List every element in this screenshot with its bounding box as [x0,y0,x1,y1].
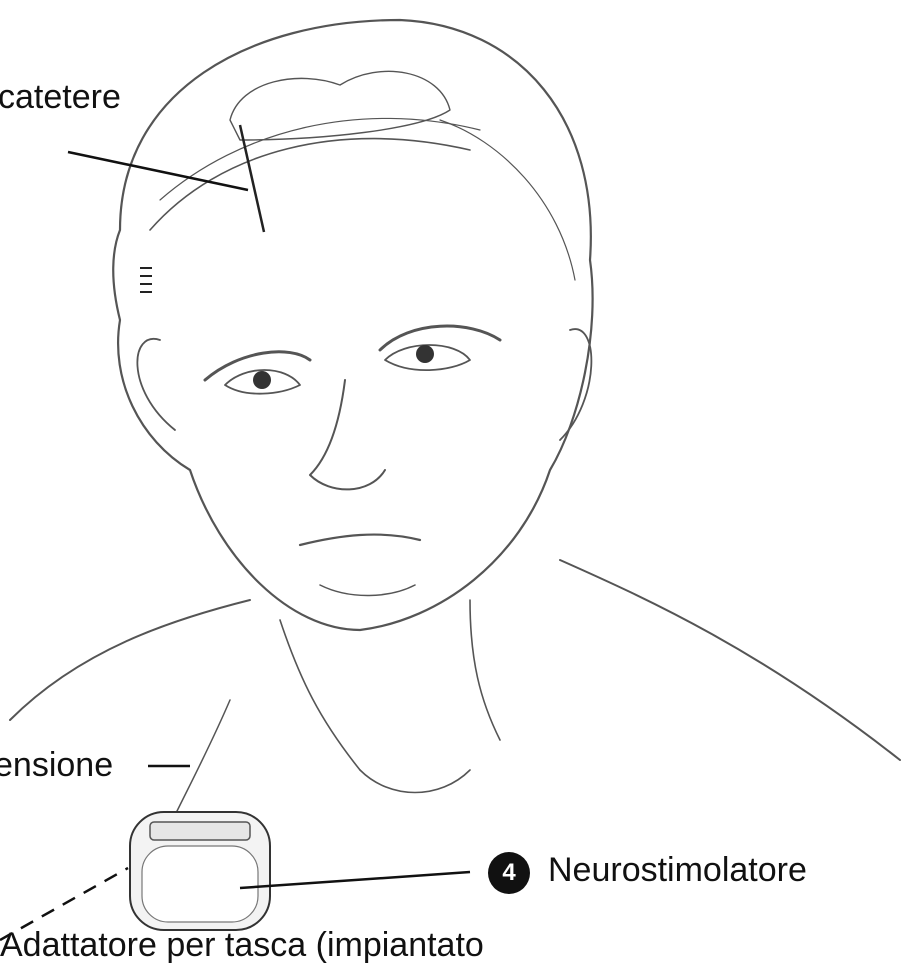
left-ear [137,339,175,430]
hair-line-2 [160,118,480,200]
hair-line-3 [440,120,575,280]
collar-notch [360,770,470,793]
shoulder-left-outline [10,600,250,720]
mouth [300,535,420,545]
right-ear [560,329,591,440]
nose [310,380,385,489]
right-iris [416,345,434,363]
chin [320,585,415,596]
hair-line-1 [150,139,470,230]
label-adattatore: Adattatore per tasca (impiantato [0,928,484,962]
shoulder-right-outline [560,560,900,760]
neck-left [280,620,360,770]
brain-outline [230,71,450,140]
label-neurostimolatore: Neurostimolatore [548,853,807,887]
head-outline [113,20,592,630]
number-badge-4: 4 [488,852,530,894]
catheter-contacts [140,268,152,292]
left-iris [253,371,271,389]
neurostimulator-device [130,812,270,930]
label-catetere: catetere [0,80,121,114]
leader-neurostimolatore [240,872,470,888]
label-estensione: ensione [0,748,113,782]
neck-right [470,600,500,740]
